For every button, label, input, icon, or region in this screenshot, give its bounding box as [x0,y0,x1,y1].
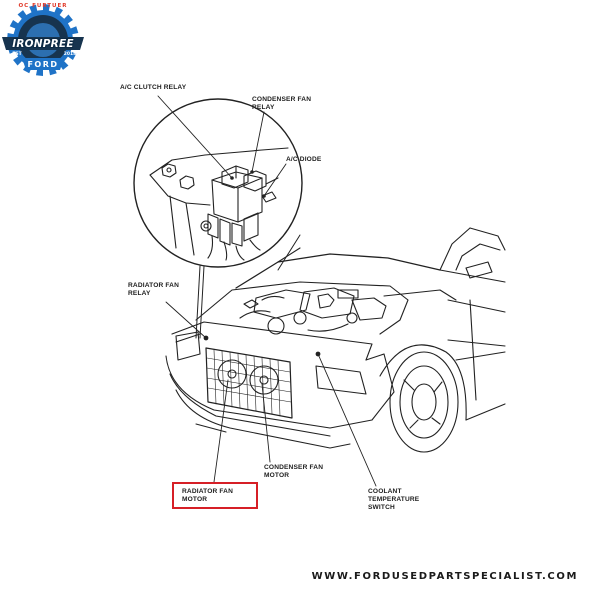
label-line-3: SWITCH [368,504,395,511]
label-line-1: CONDENSER FAN [252,96,312,103]
label-ac-diode: A/C DIODE [286,156,322,163]
label-radiator-fan-relay: RADIATOR FAN RELAY [128,282,179,298]
car-illustration [165,227,506,453]
detail-circle [133,98,303,268]
logo-top-text: OC FURTUER [18,3,68,9]
label-line-1: COOLANT [368,488,402,495]
label-line-2: RELAY [252,104,275,111]
gear-icon [2,4,84,76]
logo-bottom-text: FORD [27,60,59,69]
label-ac-clutch-relay: A/C CLUTCH RELAY [120,84,187,91]
brand-logo: OC FURTUER IRONPREE EST 2018 FORD [0,0,86,86]
label-line-2: MOTOR [264,472,290,479]
label-line-1: CONDENSER FAN [264,464,324,471]
label-line-1: RADIATOR FAN [128,282,180,289]
label-condenser-fan-motor: CONDENSER FAN MOTOR [264,464,323,480]
label-coolant-temperature-switch: COOLANT TEMPERATURE SWITCH [368,488,419,512]
label-condenser-fan-relay: CONDENSER FAN RELAY [252,96,311,112]
logo-main-text: IRONPREE [12,38,74,50]
leader-lines [157,95,377,487]
footer-url: WWW.FORDUSEDPARTSPECIALIST.COM [311,571,578,582]
label-line-1: RADIATOR FAN [182,488,234,495]
highlight-box [172,482,258,509]
label-radiator-fan-motor: RADIATOR FAN MOTOR [182,488,233,504]
logo-est-right: 2018 [63,52,77,57]
label-line-2: RELAY [128,290,151,297]
label-line-2: MOTOR [182,496,208,503]
label-line-2: TEMPERATURE [368,496,420,503]
logo-est-left: EST [12,52,22,57]
